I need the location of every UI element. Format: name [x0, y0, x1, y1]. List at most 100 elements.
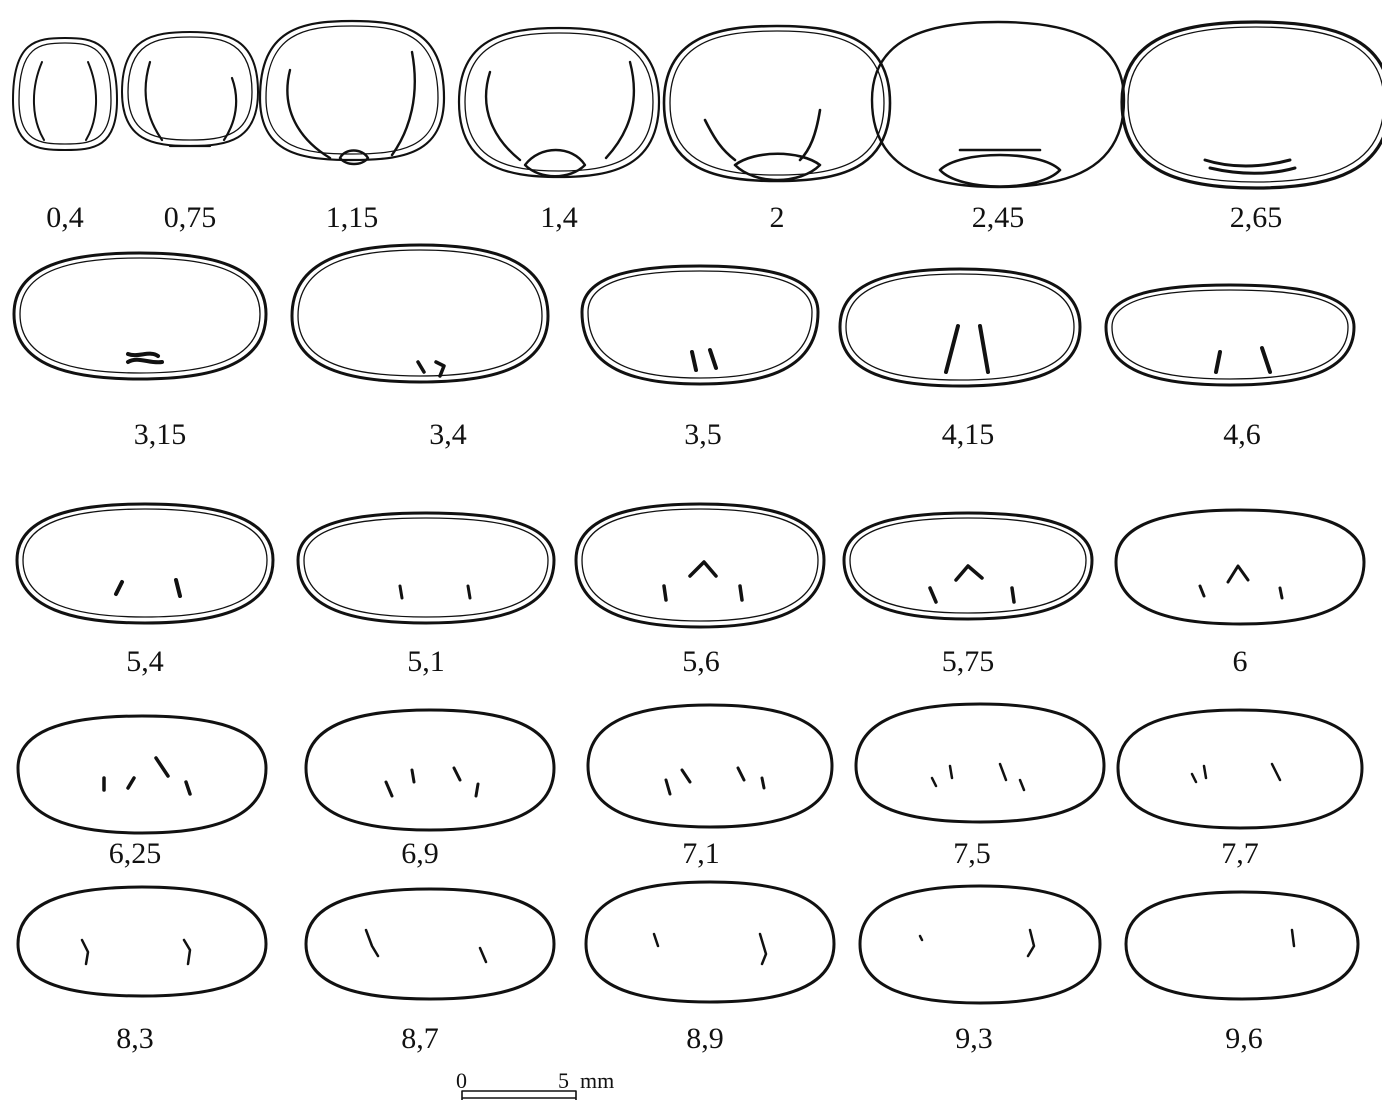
- section-outline: [586, 703, 834, 829]
- internal-structure: [680, 768, 692, 784]
- section-outline: [12, 37, 118, 151]
- section-label: 2,45: [971, 201, 1025, 234]
- internal-structure: [410, 768, 416, 784]
- internal-structure: [474, 782, 480, 798]
- internal-structure: [1202, 764, 1208, 780]
- section-4-15: [838, 267, 1082, 388]
- section-label: 2,65: [1229, 201, 1283, 234]
- section-6-25: [16, 714, 268, 835]
- section-inner-outline: [1127, 26, 1382, 183]
- section-2-65: [1120, 20, 1382, 190]
- internal-structure: [738, 584, 744, 602]
- section-label: 6,25: [108, 837, 162, 870]
- section-label: 3,15: [133, 418, 187, 451]
- section-label: 8,7: [401, 1022, 439, 1055]
- scale-bar-start: 0: [456, 1068, 467, 1093]
- section-5-1: [296, 511, 556, 625]
- internal-structure: [736, 766, 746, 782]
- internal-structure: [930, 776, 938, 788]
- section-outline: [296, 511, 556, 625]
- section-outline: [304, 887, 556, 1001]
- internal-structure: [918, 934, 924, 942]
- section-label: 4,15: [941, 418, 995, 451]
- section-outline: [838, 267, 1082, 388]
- internal-structure: [338, 149, 370, 166]
- internal-structure: [760, 776, 766, 790]
- internal-structure: [126, 351, 164, 365]
- section-label: 5,1: [407, 645, 445, 678]
- section-label: 7,7: [1221, 837, 1259, 870]
- internal-structure: [708, 348, 718, 370]
- internal-structure: [222, 76, 238, 142]
- internal-structure: [154, 756, 170, 778]
- internal-structure: [1214, 350, 1222, 374]
- internal-structure: [688, 560, 718, 578]
- section-5-6: [574, 502, 826, 629]
- internal-structure: [85, 61, 97, 141]
- section-inner-outline: [581, 508, 819, 622]
- internal-structure: [664, 778, 672, 796]
- section-outline: [1114, 508, 1366, 626]
- internal-structure: [390, 50, 416, 157]
- internal-structure: [416, 360, 426, 374]
- scale-bar-unit: mm: [580, 1068, 615, 1093]
- internal-structure: [954, 564, 984, 582]
- internal-structure: [1278, 586, 1284, 600]
- internal-structure: [978, 324, 990, 374]
- internal-structure: [398, 584, 404, 600]
- section-7-1: [586, 703, 834, 829]
- internal-structure: [1226, 564, 1250, 584]
- internal-structure: [1203, 158, 1292, 168]
- section-outline: [1104, 283, 1356, 387]
- internal-structure: [703, 118, 737, 162]
- section-7-7: [1116, 708, 1364, 830]
- section-9-6: [1124, 890, 1360, 1001]
- section-outline: [16, 885, 268, 998]
- internal-structure: [1208, 166, 1297, 175]
- section-4-6: [1104, 283, 1356, 387]
- section-inner-outline: [19, 257, 261, 374]
- section-label: 9,6: [1225, 1022, 1263, 1055]
- section-label: 6: [1232, 645, 1248, 678]
- section-inner-outline: [464, 32, 654, 172]
- section-outline: [1120, 20, 1382, 190]
- section-inner-outline: [297, 249, 543, 377]
- section-inner-outline: [845, 273, 1075, 381]
- section-5-75: [842, 511, 1094, 621]
- scale-bar: 0 5 mm: [456, 1070, 636, 1100]
- scale-bar-line: [461, 1090, 577, 1100]
- internal-structure: [604, 60, 636, 160]
- section-outline: [15, 502, 275, 625]
- section-outline: [870, 20, 1126, 189]
- section-inner-outline: [587, 270, 813, 379]
- section-label: 5,6: [682, 645, 720, 678]
- internal-structure: [523, 148, 587, 178]
- scale-bar-end: 5: [558, 1068, 569, 1093]
- internal-structure: [452, 766, 462, 782]
- section-3-15: [12, 251, 268, 381]
- section-outline: [457, 26, 661, 179]
- internal-structure: [184, 780, 192, 796]
- internal-structure: [938, 153, 1062, 188]
- section-3-4: [290, 243, 550, 384]
- section-0-4: [12, 37, 118, 151]
- section-outline: [12, 251, 268, 381]
- internal-structure: [1198, 584, 1206, 598]
- section-outline: [662, 24, 892, 183]
- section-6-9: [304, 708, 556, 832]
- section-label: 1,4: [540, 201, 578, 234]
- section-1-4: [457, 26, 661, 179]
- section-outline: [1116, 708, 1364, 830]
- internal-structure: [733, 152, 822, 182]
- section-outline: [16, 714, 268, 835]
- section-8-7: [304, 887, 556, 1001]
- internal-structure: [944, 324, 960, 374]
- section-outline: [854, 702, 1106, 824]
- section-inner-outline: [849, 517, 1087, 614]
- section-inner-outline: [669, 30, 885, 176]
- section-label: 7,5: [953, 837, 991, 870]
- section-2-45: [870, 20, 1126, 189]
- section-inner-outline: [22, 508, 268, 618]
